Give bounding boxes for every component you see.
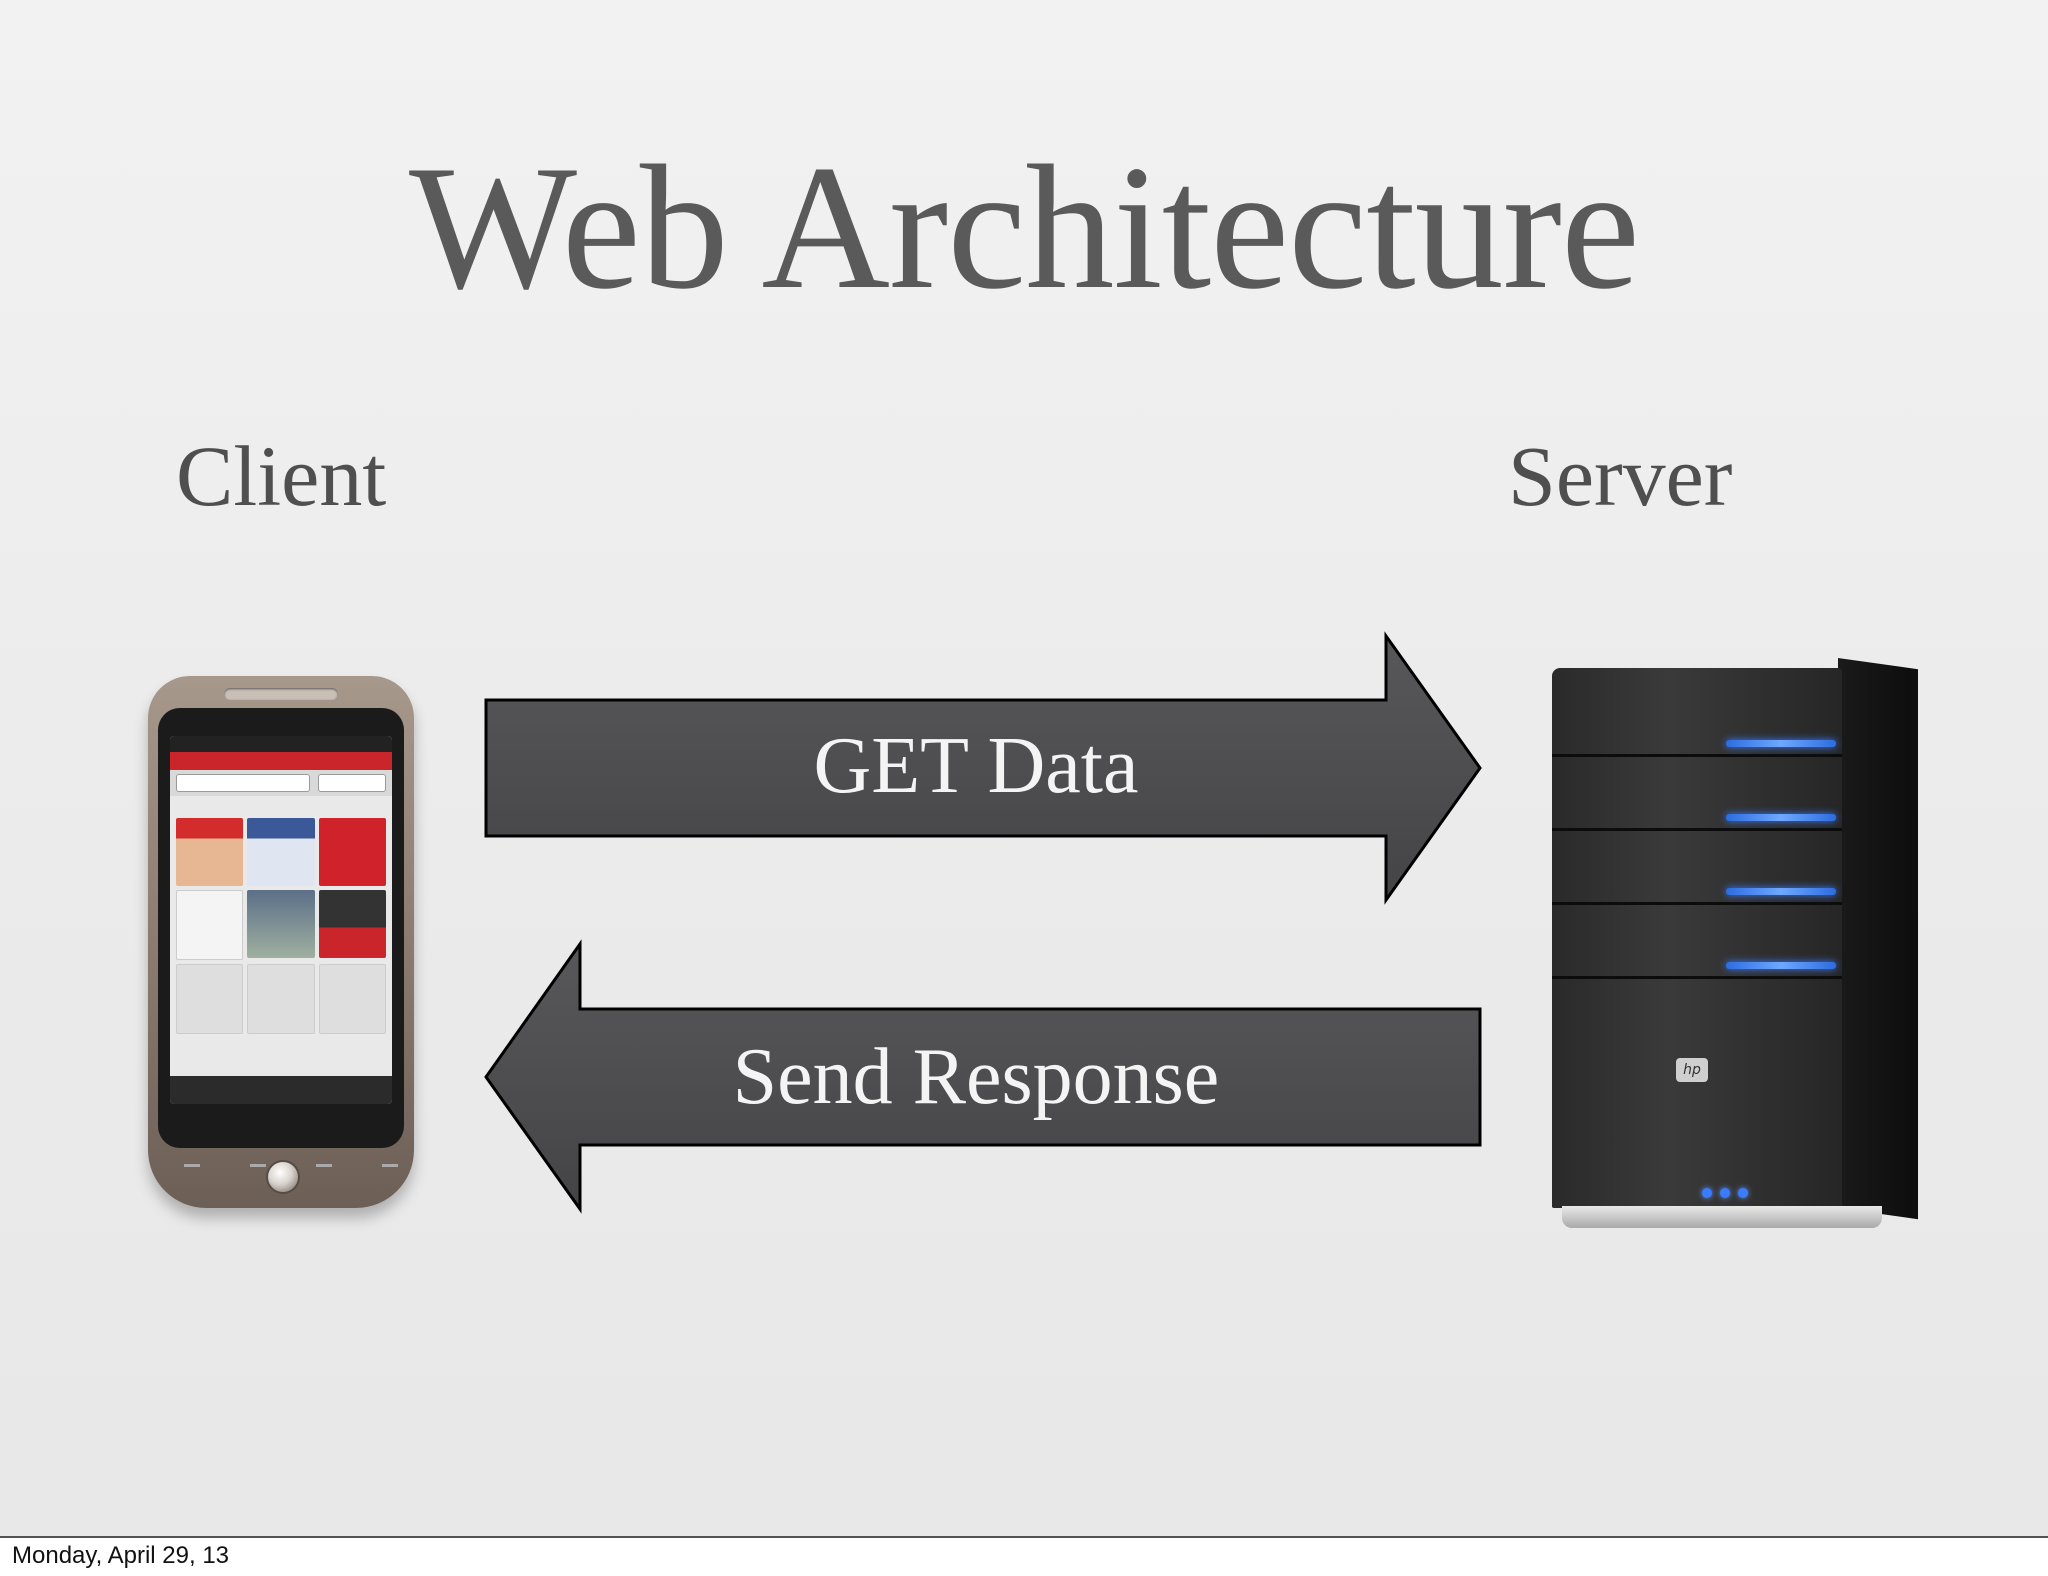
server-base	[1562, 1206, 1882, 1228]
slide: Web Architecture Client Server GET Data …	[0, 0, 2048, 1538]
request-arrow	[484, 631, 1482, 905]
status-light-icon	[1720, 1188, 1730, 1198]
slide-title: Web Architecture	[409, 128, 1640, 326]
speed-dial-tile	[318, 890, 386, 958]
speed-dial-tile	[318, 964, 386, 1034]
phone-search-field	[318, 774, 386, 792]
phone-nav-keys	[184, 1156, 398, 1176]
server-front-panel: hp	[1552, 668, 1842, 1208]
arrows-layer	[484, 631, 1482, 1214]
server-tower-icon: hp	[1552, 658, 1926, 1232]
phone-url-field	[176, 774, 310, 792]
smartphone-icon	[148, 676, 414, 1208]
server-status-lights	[1702, 1188, 1748, 1198]
home-key-icon	[316, 1164, 332, 1167]
server-led-strip	[1726, 814, 1836, 821]
phone-screen	[170, 736, 392, 1104]
footer-date: Monday, April 29, 13	[12, 1542, 230, 1569]
speed-dial-tile	[176, 818, 244, 886]
client-label: Client	[176, 428, 387, 524]
phone-browser-titlebar	[170, 752, 392, 770]
speed-dial-tile	[247, 890, 315, 958]
request-arrow-label: GET Data	[813, 722, 1139, 810]
server-led-strip	[1726, 888, 1836, 895]
search-key-icon	[382, 1164, 398, 1167]
response-arrow	[484, 939, 1482, 1214]
server-side-panel	[1838, 658, 1918, 1220]
speed-dial-tile	[247, 964, 315, 1034]
speed-dial-tile	[176, 964, 244, 1034]
server-label: Server	[1508, 428, 1733, 524]
phone-speaker	[224, 688, 338, 700]
status-light-icon	[1702, 1188, 1712, 1198]
speed-dial-tile	[318, 818, 386, 886]
server-led-strip	[1726, 740, 1836, 747]
server-bay-divider	[1552, 902, 1842, 905]
hp-logo-icon: hp	[1676, 1058, 1708, 1082]
server-bay-divider	[1552, 828, 1842, 831]
phone-speed-dial	[170, 796, 392, 1040]
trackball-icon	[266, 1160, 300, 1194]
response-arrow-label: Send Response	[732, 1033, 1220, 1121]
phone-face	[158, 708, 404, 1167]
server-bay-divider	[1552, 976, 1842, 979]
server-led-strip	[1726, 962, 1836, 969]
phone-status-bar	[170, 736, 392, 752]
speed-dial-tile	[176, 890, 244, 960]
back-key-icon	[184, 1164, 200, 1167]
status-light-icon	[1738, 1188, 1748, 1198]
server-bay-divider	[1552, 754, 1842, 757]
phone-url-row	[170, 770, 392, 796]
speed-dial-tile	[247, 818, 315, 886]
phone-browser-toolbar	[170, 1076, 392, 1104]
menu-key-icon	[250, 1164, 266, 1167]
